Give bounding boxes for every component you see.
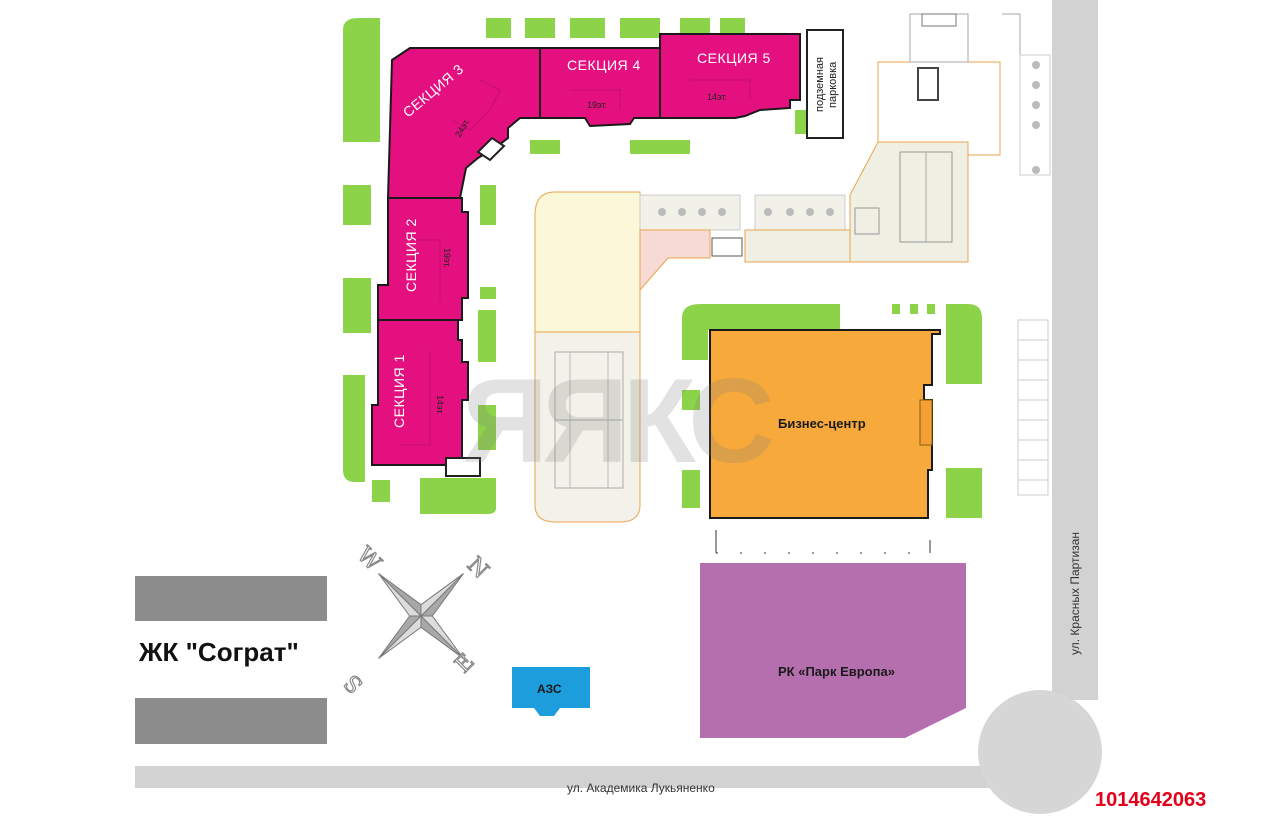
legend-bar-top — [135, 576, 327, 621]
section-5-floors: 14эт. — [707, 92, 727, 102]
gas-station-label: АЗС — [537, 682, 562, 696]
compass-e: E — [451, 649, 480, 678]
legend-bar-bottom — [135, 698, 327, 744]
section-2-name: СЕКЦИЯ 2 — [403, 218, 419, 292]
compass-s: S — [340, 669, 368, 697]
business-center-label: Бизнес-центр — [778, 416, 866, 431]
compass-n: N — [462, 553, 493, 584]
road-partisan — [1052, 0, 1098, 700]
roundabout — [978, 690, 1102, 814]
courtyard-sports-area — [534, 331, 641, 523]
road-academic — [135, 766, 1040, 788]
listing-id: 1014642063 — [1095, 789, 1206, 811]
parking-label-line2: парковка — [827, 61, 839, 108]
complex-name: ЖК "Сограт" — [138, 637, 299, 667]
parking-label-line1: подземная — [814, 57, 826, 112]
gas-station: АЗС — [512, 667, 590, 716]
mall: РК «Парк Европа» — [700, 563, 966, 738]
section-2-block — [377, 197, 469, 321]
section-4-floors: 19эт. — [587, 100, 607, 110]
courtyard-playground — [534, 191, 641, 333]
section-4-name: СЕКЦИЯ 4 — [567, 57, 641, 73]
section-2-floors: 19эт. — [442, 248, 452, 268]
section-5-name: СЕКЦИЯ 5 — [697, 50, 771, 66]
business-center: Бизнес-центр — [709, 329, 941, 554]
compass-w: W — [352, 543, 386, 577]
section-1-name: СЕКЦИЯ 1 — [391, 354, 407, 428]
roads — [135, 0, 1102, 814]
parking-block — [806, 29, 844, 139]
courtyard — [534, 13, 1051, 523]
compass-rose: N E S W — [339, 542, 493, 698]
section-1-floors: 14эт. — [435, 395, 445, 415]
section-1-block — [371, 319, 469, 466]
section-5-block — [659, 33, 801, 119]
greenery — [343, 18, 982, 518]
mall-label: РК «Парк Европа» — [778, 664, 895, 679]
residential-sections — [371, 29, 844, 477]
street-academic-label: ул. Академика Лукьяненко — [567, 781, 715, 795]
street-partisan-label: ул. Красных Партизан — [1068, 532, 1082, 655]
watermark: ЯЯКС — [462, 354, 772, 488]
